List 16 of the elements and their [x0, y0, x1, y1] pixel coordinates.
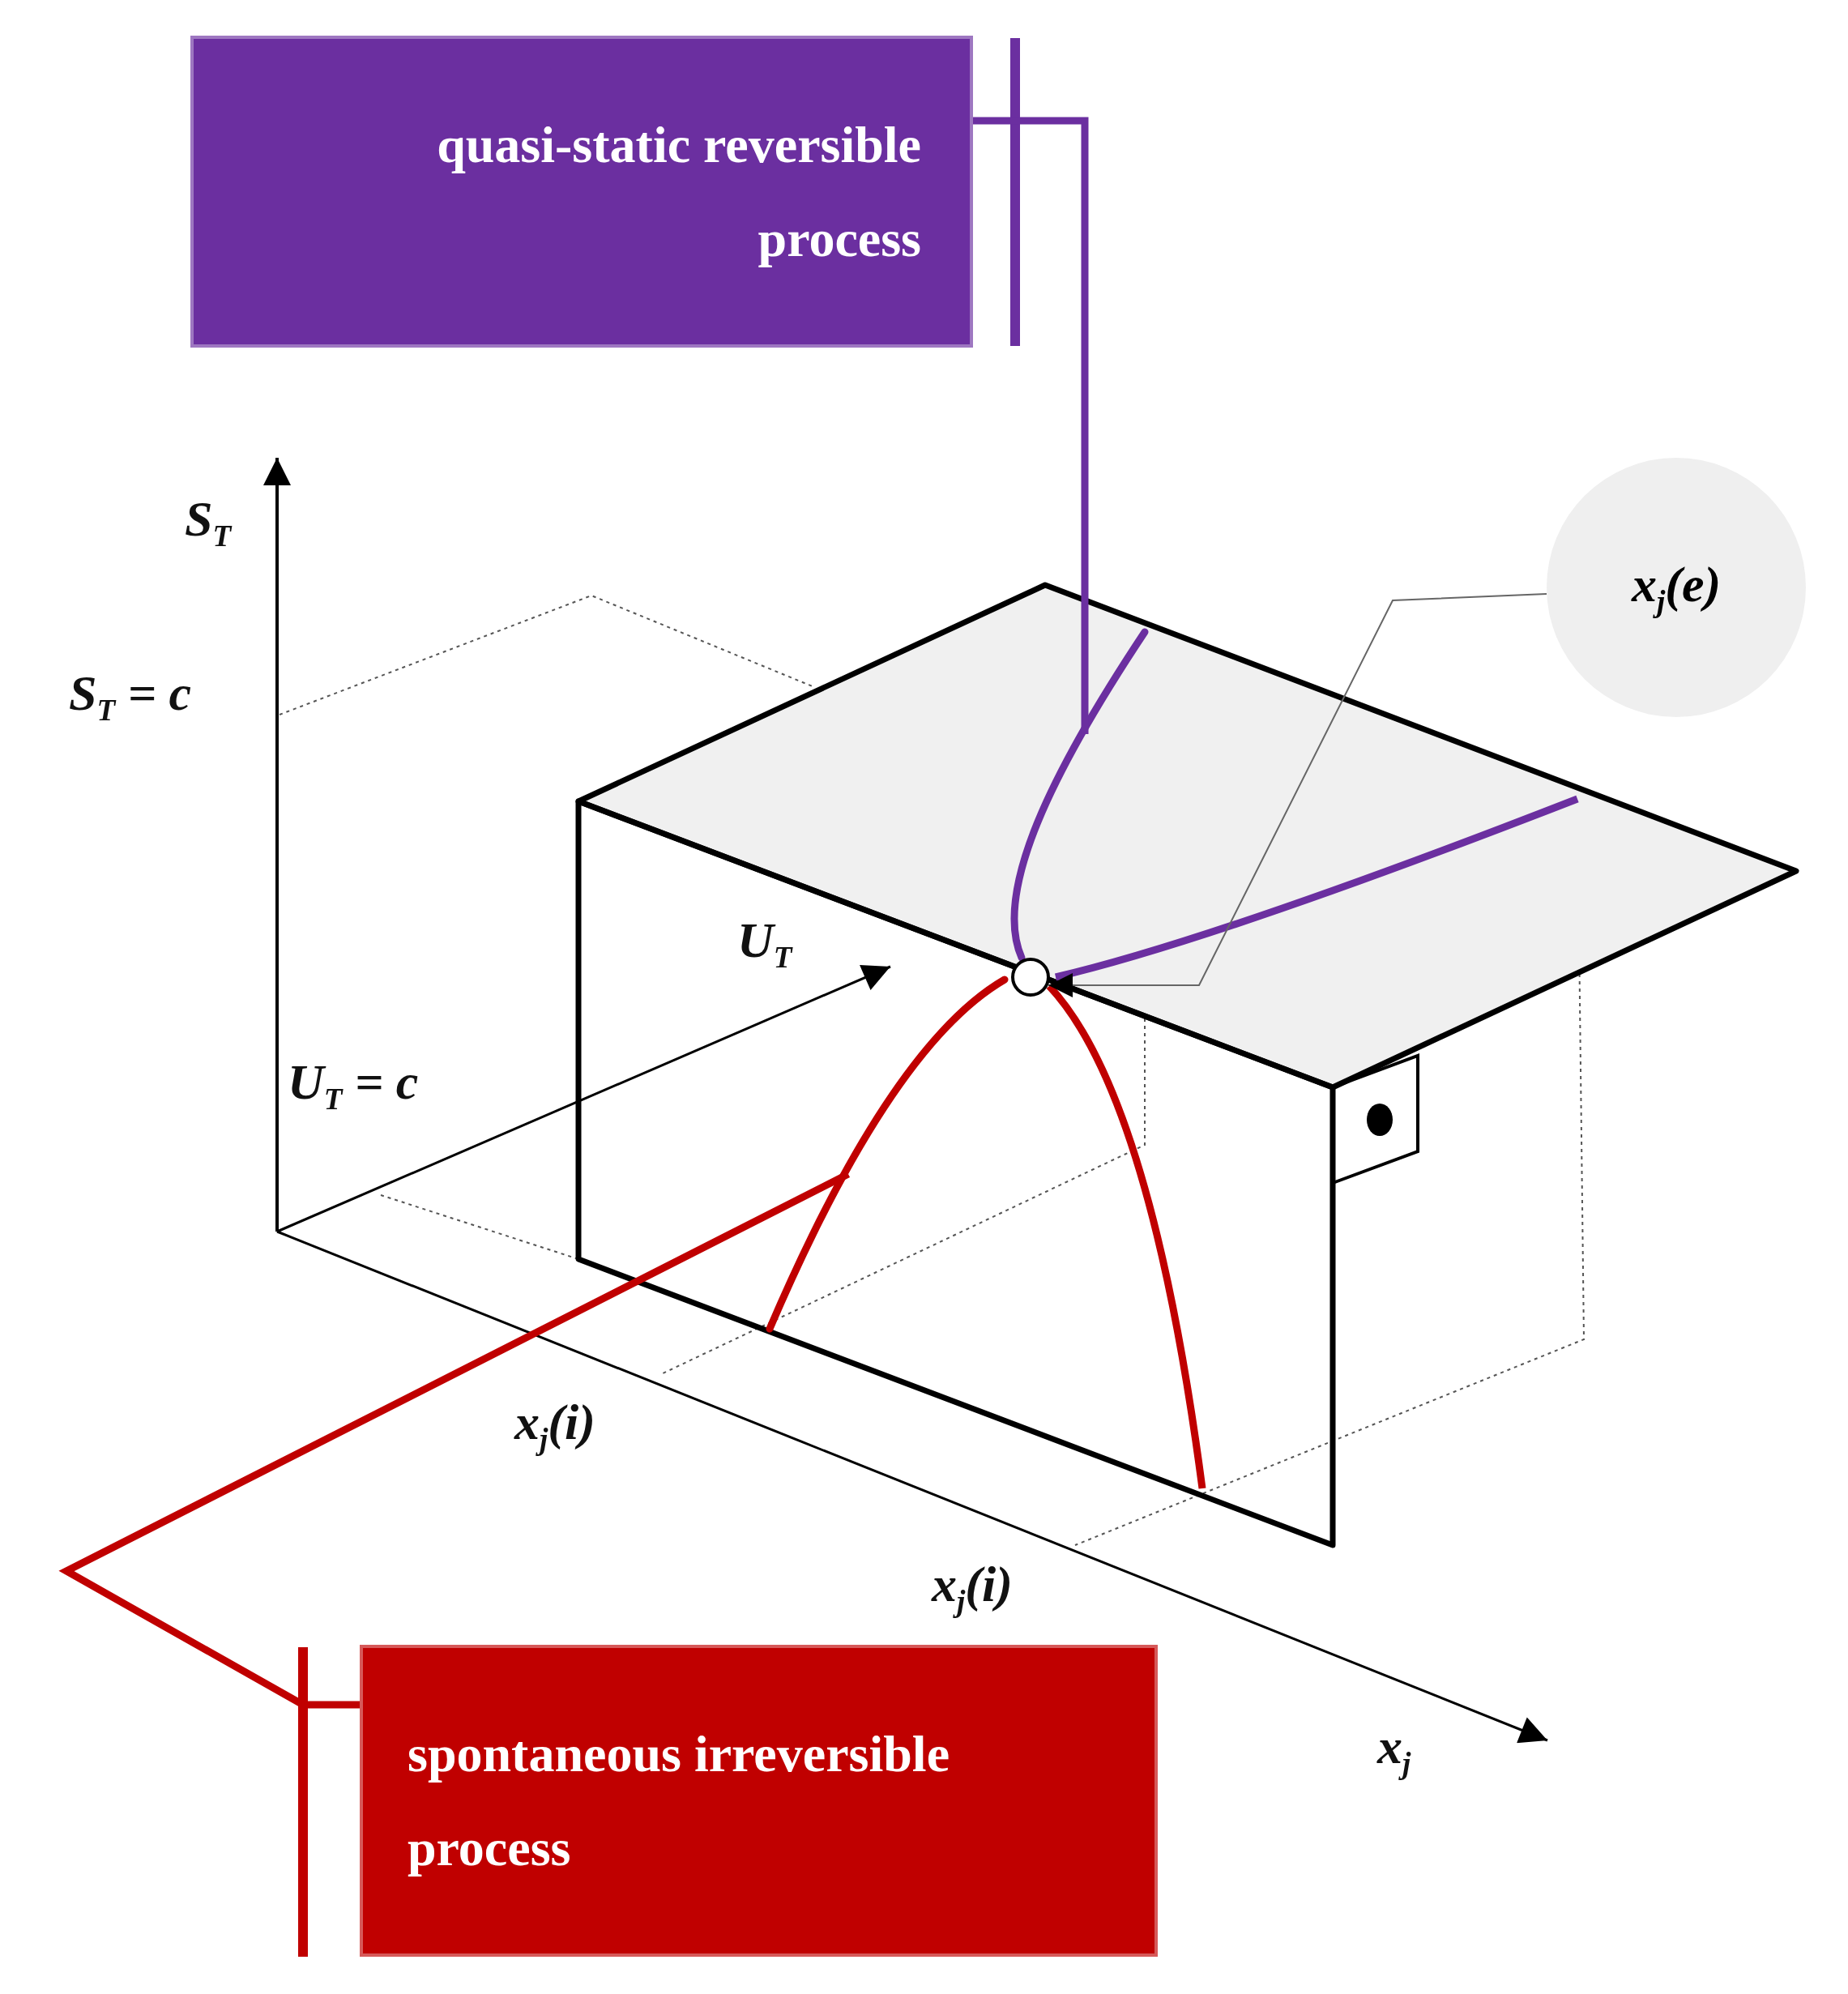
process-curve — [1010, 628, 1149, 962]
arrow — [1048, 593, 1547, 997]
process-box: spontaneous irreversible process — [360, 1645, 1158, 1957]
process-box: quasi-static reversible process — [190, 36, 973, 348]
axis-label: x$_{j}$(i) — [932, 1556, 1013, 1620]
leader-line — [973, 117, 1089, 734]
leader-line — [58, 1171, 851, 1709]
axis-label: x$_{j}$ — [1377, 1718, 1411, 1782]
axis-label: S$_{T}$ = c — [69, 664, 192, 728]
axis-label: U$_{T}$ = c — [288, 1053, 419, 1117]
process-curve — [766, 976, 1009, 1333]
axis-label: x$_{j}$(i) — [514, 1394, 595, 1458]
axis-label: S$_{T}$ — [185, 490, 232, 554]
equilibrium-callout: x$_{j}$(e) — [1547, 458, 1806, 717]
axis-label: U$_{T}$ — [737, 912, 792, 976]
equilibrium-point — [1011, 958, 1050, 997]
